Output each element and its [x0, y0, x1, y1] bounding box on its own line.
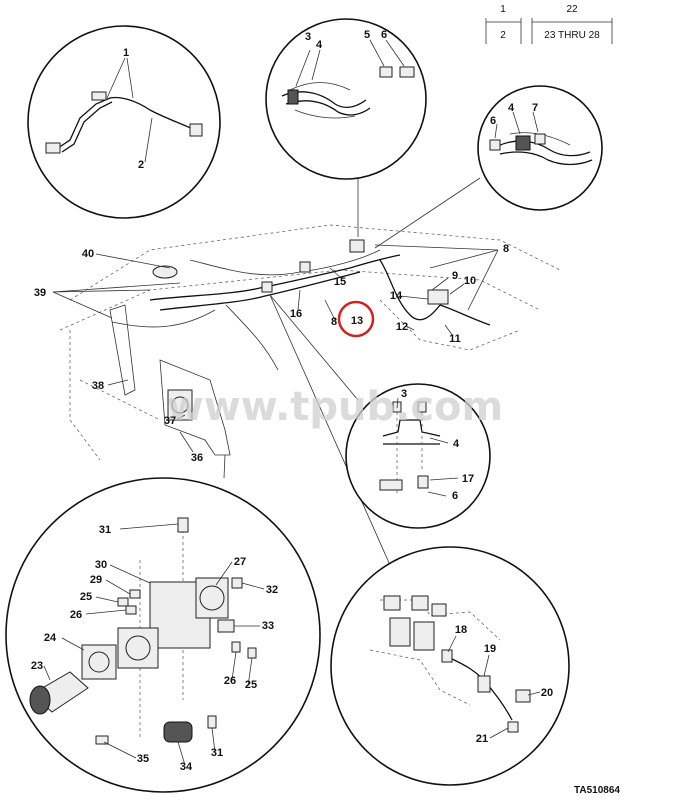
callout-4-right: 4 [508, 102, 515, 114]
callout-18: 18 [455, 624, 467, 636]
callout-16: 16 [290, 308, 302, 320]
callout-31-top: 31 [99, 524, 111, 536]
callout-labels: 1 2 3 4 5 6 6 4 7 8 9 10 11 12 13 14 15 … [31, 29, 553, 773]
callout-9: 9 [452, 270, 458, 282]
detail-circle-connectors-right [477, 85, 603, 211]
callout-31-bottom: 31 [211, 747, 223, 759]
reference-table: 1 22 2 23 THRU 28 [485, 4, 613, 44]
callout-10: 10 [464, 275, 476, 287]
table-col2-header: 22 [566, 4, 578, 15]
callout-24: 24 [44, 632, 57, 644]
callout-23: 23 [31, 660, 43, 672]
callout-8-main: 8 [331, 316, 337, 328]
callout-12: 12 [396, 321, 408, 333]
callout-6-clamp: 6 [452, 490, 458, 502]
callout-17: 17 [462, 473, 474, 485]
callout-27: 27 [234, 556, 246, 568]
detail-circle-connectors-top [265, 18, 427, 180]
callout-5: 5 [364, 29, 370, 41]
detail-circle-switch-assembly [5, 477, 321, 793]
callout-1: 1 [123, 47, 129, 59]
callout-39: 39 [34, 287, 46, 299]
callout-37: 37 [164, 415, 176, 427]
callout-26-right: 26 [224, 675, 236, 687]
callout-36: 36 [191, 452, 203, 464]
main-leaders [52, 177, 499, 566]
callout-20: 20 [541, 687, 553, 699]
callout-3-clamp: 3 [401, 388, 407, 400]
callout-2: 2 [138, 159, 144, 171]
callout-33: 33 [262, 620, 274, 632]
callout-34: 34 [180, 761, 193, 773]
table-col1-value: 2 [500, 30, 506, 41]
callout-21: 21 [476, 733, 488, 745]
callout-3-top: 3 [305, 31, 311, 43]
callout-4-clamp: 4 [453, 438, 460, 450]
table-col2-value: 23 THRU 28 [544, 30, 600, 41]
table-col1-header: 1 [500, 4, 506, 15]
callout-6-top: 6 [381, 29, 387, 41]
callout-15: 15 [334, 276, 346, 288]
callout-6-right: 6 [490, 115, 496, 127]
callout-19: 19 [484, 643, 496, 655]
callout-7: 7 [532, 102, 538, 114]
callout-25-right: 25 [245, 679, 257, 691]
highlight-circle [337, 300, 375, 338]
callout-14: 14 [390, 290, 403, 302]
callout-4-top: 4 [316, 39, 323, 51]
callout-26-left: 26 [70, 609, 82, 621]
callout-11: 11 [449, 333, 461, 345]
detail-circle-harness [27, 25, 221, 219]
watermark-text: www.tpub.com [167, 384, 503, 430]
callout-35: 35 [137, 753, 149, 765]
figure-id: TA510864 [574, 785, 620, 796]
callout-38: 38 [92, 380, 104, 392]
detail-circle-clamp [345, 383, 491, 529]
detail-circle-engine [330, 546, 570, 786]
callout-40: 40 [82, 248, 94, 260]
callout-25-left: 25 [80, 591, 92, 603]
callout-32: 32 [266, 584, 278, 596]
callout-8-right: 8 [503, 243, 509, 255]
vehicle-body-outline [59, 224, 561, 461]
callout-30: 30 [95, 559, 107, 571]
callout-13: 13 [351, 315, 363, 327]
callout-29: 29 [90, 574, 102, 586]
